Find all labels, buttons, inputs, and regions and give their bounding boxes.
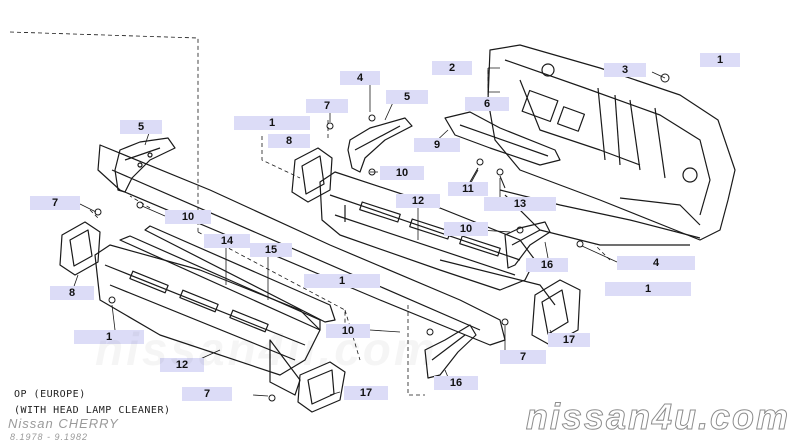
callout-part-10[interactable]: 10 — [444, 222, 488, 236]
callout-part-7[interactable]: 7 — [306, 99, 348, 113]
callout-part-10[interactable]: 10 — [326, 324, 370, 338]
watermark-center: nissan4u.com — [95, 322, 438, 376]
middle-bracket — [347, 117, 413, 173]
callout-part-1[interactable]: 1 — [304, 274, 380, 288]
right-bracket-upper — [504, 221, 551, 269]
callout-part-17[interactable]: 17 — [344, 386, 388, 400]
callout-part-8[interactable]: 8 — [268, 134, 310, 148]
callout-part-17[interactable]: 17 — [548, 333, 590, 347]
fasteners — [94, 73, 670, 402]
region-note: OP (EUROPE) — [14, 389, 86, 400]
headlamp-middle — [291, 147, 333, 203]
callout-part-9[interactable]: 9 — [414, 138, 460, 152]
callout-part-1[interactable]: 1 — [234, 116, 310, 130]
callout-part-1[interactable]: 1 — [700, 53, 740, 67]
right-bracket-lower — [424, 324, 477, 379]
callout-part-1[interactable]: 1 — [605, 282, 691, 296]
callout-part-15[interactable]: 15 — [250, 243, 292, 257]
headlamp-left — [59, 221, 101, 276]
callout-part-12[interactable]: 12 — [396, 194, 440, 208]
callout-part-16[interactable]: 16 — [434, 376, 478, 390]
callout-part-16[interactable]: 16 — [526, 258, 568, 272]
model-name: Nissan CHERRY — [8, 416, 119, 431]
callout-part-4[interactable]: 4 — [340, 71, 380, 85]
middle-grille — [319, 171, 536, 291]
callout-part-7[interactable]: 7 — [182, 387, 232, 401]
callout-part-8[interactable]: 8 — [50, 286, 94, 300]
headlamp-right — [531, 279, 581, 346]
upper-panel — [444, 111, 561, 166]
leader-lines — [9, 31, 611, 396]
callout-part-11[interactable]: 11 — [448, 182, 488, 196]
callout-part-4[interactable]: 4 — [617, 256, 695, 270]
callout-part-6[interactable]: 6 — [465, 97, 509, 111]
callout-part-13[interactable]: 13 — [484, 197, 556, 211]
callout-part-10[interactable]: 10 — [380, 166, 424, 180]
callout-part-12[interactable]: 12 — [160, 358, 204, 372]
callout-part-14[interactable]: 14 — [204, 234, 250, 248]
callout-part-7[interactable]: 7 — [500, 350, 546, 364]
production-dates: 8.1978 - 9.1982 — [10, 432, 89, 442]
callout-part-5[interactable]: 5 — [386, 90, 428, 104]
callout-part-2[interactable]: 2 — [432, 61, 472, 75]
callout-part-5[interactable]: 5 — [120, 120, 162, 134]
option-note: (WITH HEAD LAMP CLEANER) — [14, 405, 171, 416]
left-bracket — [114, 137, 176, 193]
front-bumper — [97, 144, 556, 396]
callout-part-3[interactable]: 3 — [604, 63, 646, 77]
molding-strips — [119, 225, 336, 331]
lower-grille — [94, 244, 321, 376]
callout-part-10[interactable]: 10 — [165, 210, 211, 224]
callout-part-7[interactable]: 7 — [30, 196, 80, 210]
watermark-corner: nissan4u.com — [525, 396, 790, 438]
callout-part-1[interactable]: 1 — [74, 330, 144, 344]
